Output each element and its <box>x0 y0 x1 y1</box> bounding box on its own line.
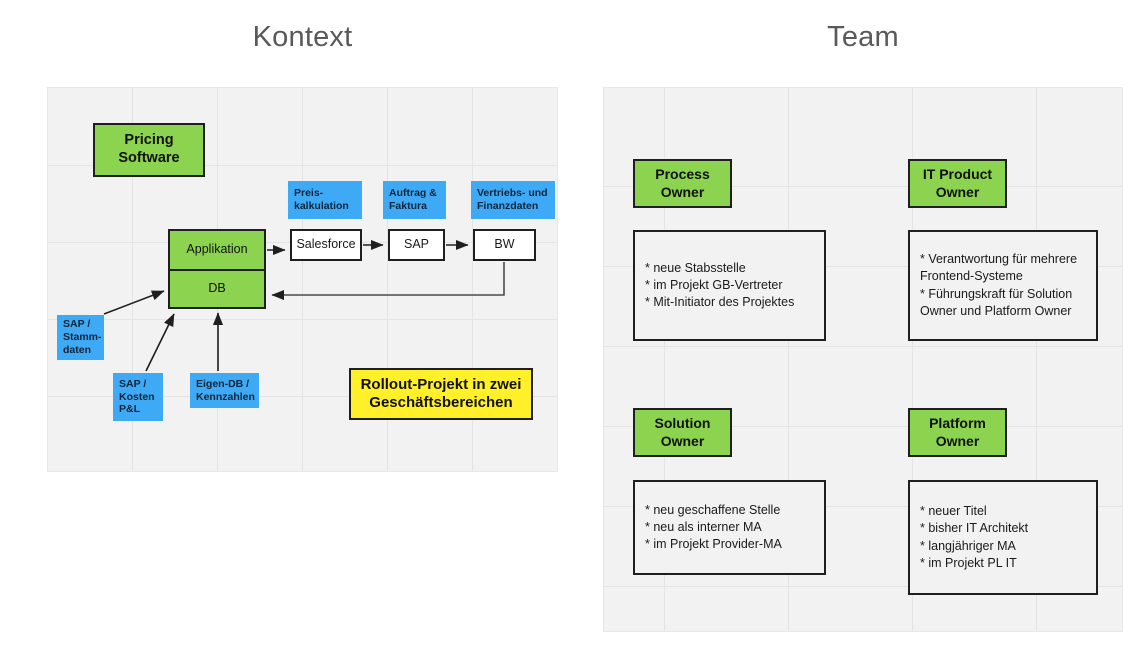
node-platform-owner[interactable]: Platform Owner <box>908 408 1007 457</box>
node-pricing-software[interactable]: Pricing Software <box>93 123 205 177</box>
node-solution-owner[interactable]: Solution Owner <box>633 408 732 457</box>
node-applikation[interactable]: Applikation <box>168 229 266 271</box>
notes-platform-owner: * neuer Titel * bisher IT Architekt * la… <box>908 480 1098 595</box>
node-process-owner[interactable]: Process Owner <box>633 159 732 208</box>
node-sap-system[interactable]: SAP <box>388 229 445 261</box>
gridline-horizontal <box>604 346 1122 347</box>
section-title-team: Team <box>827 21 899 53</box>
gridline-horizontal <box>604 266 1122 267</box>
gridline-horizontal <box>604 506 1122 507</box>
label-sap-stammdaten[interactable]: SAP / Stamm- daten <box>57 315 104 360</box>
gridline-vertical <box>302 88 303 471</box>
gridline-vertical <box>1036 88 1037 631</box>
gridline-vertical <box>912 88 913 631</box>
gridline-vertical <box>788 88 789 631</box>
notes-process-owner: * neue Stabsstelle * im Projekt GB-Vertr… <box>633 230 826 341</box>
label-eigen-db-kennzahlen[interactable]: Eigen-DB / Kennzahlen <box>190 373 259 408</box>
label-preiskalkulation[interactable]: Preis- kalkulation <box>288 181 362 219</box>
gridline-horizontal <box>604 186 1122 187</box>
node-db[interactable]: DB <box>168 271 266 309</box>
label-vertriebs-und-finanzdaten[interactable]: Vertriebs- und Finanzdaten <box>471 181 555 219</box>
notes-solution-owner: * neu geschaffene Stelle * neu als inter… <box>633 480 826 575</box>
label-sap-kosten-pl[interactable]: SAP / Kosten P&L <box>113 373 163 421</box>
gridline-horizontal <box>604 426 1122 427</box>
section-title-kontext: Kontext <box>252 21 353 53</box>
notes-it-product-owner: * Verantwortung für mehrere Frontend-Sys… <box>908 230 1098 341</box>
gridline-horizontal <box>604 586 1122 587</box>
label-auftrag-faktura[interactable]: Auftrag & Faktura <box>383 181 446 219</box>
node-it-product-owner[interactable]: IT Product Owner <box>908 159 1007 208</box>
gridline-vertical <box>664 88 665 631</box>
node-bw[interactable]: BW <box>473 229 536 261</box>
gridline-horizontal <box>48 396 557 397</box>
node-rollout-projekt[interactable]: Rollout-Projekt in zwei Geschäftsbereich… <box>349 368 533 420</box>
gridline-horizontal <box>48 165 557 166</box>
node-salesforce[interactable]: Salesforce <box>290 229 362 261</box>
gridline-horizontal <box>48 319 557 320</box>
gridline-vertical <box>132 88 133 471</box>
